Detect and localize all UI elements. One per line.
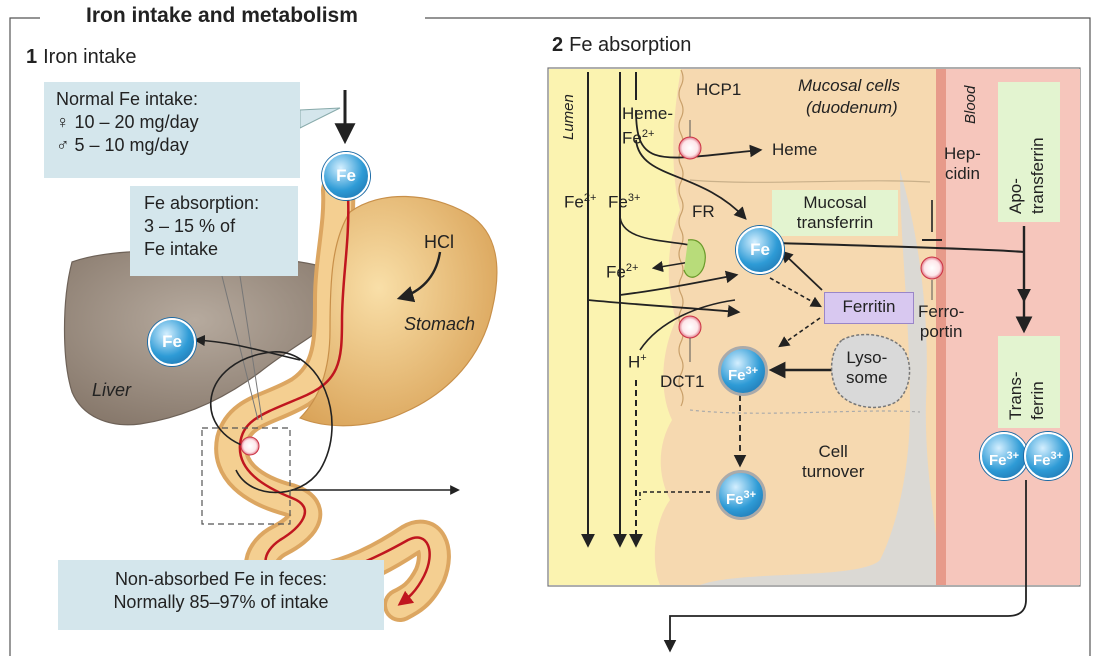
absorption-site-box [201,427,291,525]
hcl-label: HCl [424,232,454,252]
heme-fe-label: Heme- Fe2+ [622,104,674,148]
lysosome-label: Lyso- some [846,348,888,387]
hcp1-transporter [678,120,702,160]
fe3-ion-transferrin-2: Fe3+ [1024,432,1072,480]
intake-female: ♀ 10 – 20 mg/day [56,112,199,132]
figure-frame [9,17,1091,656]
duodenum-label: (duodenum) [806,98,898,117]
liver-loop [210,351,333,494]
intake-male: ♂ 5 – 10 mg/day [56,135,189,155]
fe2-reduced-label: Fe2+ [606,262,639,282]
figure-title: Iron intake and metabolism [80,4,364,28]
blood-label: Blood [962,85,979,124]
stomach-label: Stomach [404,314,476,334]
fe-ion-cytosol: Fe [736,226,784,274]
absorption-rate-box: Fe absorption: 3 – 15 % of Fe intake [130,186,298,276]
fe-ion-liver: Fe [148,318,196,366]
tract-line [238,195,431,606]
cell-turnover-label: Cell turnover [802,442,865,481]
fe3-ion-turnover: Fe3+ [716,470,766,520]
dct1-label: DCT1 [660,372,705,391]
h-plus-label: H+ [628,352,647,372]
hepcidin-label: Hep- cidin [944,144,981,183]
apotransferrin-box: Apo- transferrin [998,82,1060,222]
fe3-ion-transferrin-1: Fe3+ [980,432,1028,480]
intake-heading: Normal Fe intake: [56,89,199,109]
fe2-lumen-label: Fe2+ [564,192,597,212]
lysosome-shape [830,333,911,409]
fe3-lumen-label: Fe3+ [608,192,641,212]
ferroportin-transporter [920,256,944,300]
lumen-label: Lumen [560,94,577,140]
heme-label: Heme [772,140,818,159]
dct1-transporter [678,315,702,362]
mucosal-cells-label: Mucosal cells [798,76,901,95]
ferroportin-label: Ferro- portin [918,302,965,341]
feces-box: Non-absorbed Fe in feces: Normally 85–97… [58,560,384,630]
hcp1-label: HCP1 [696,80,742,99]
ferritin-box: Ferritin [824,292,914,324]
stomach-shape [298,195,498,427]
hcl-arrow [396,251,442,303]
fe3-ion-lysosomal: Fe3+ [718,346,768,396]
mucosal-transferrin-box: Mucosal transferrin [772,190,898,236]
liver-label: Liver [92,380,132,400]
transferrin-box: Trans- ferrin [998,336,1060,428]
fr-label: FR [692,202,715,221]
normal-intake-box: Normal Fe intake: ♀ 10 – 20 mg/day ♂ 5 –… [44,82,300,178]
fe-ion-intake: Fe [322,152,370,200]
to-liver-arrow [193,334,301,361]
